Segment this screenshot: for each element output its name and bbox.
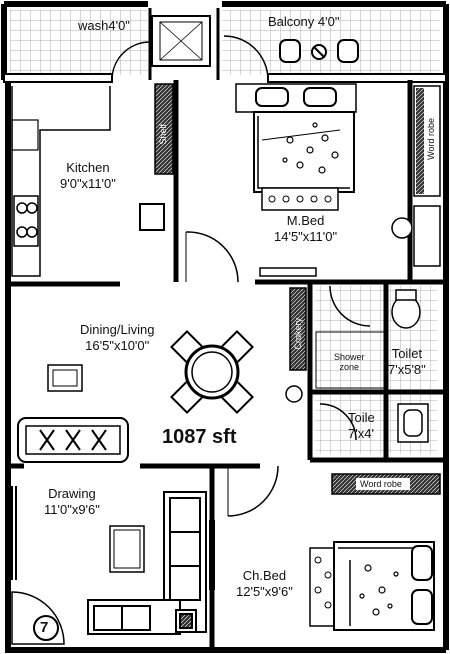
living-sofa — [17, 417, 129, 463]
dining-living-name: Dining/Living — [80, 322, 155, 337]
shower-label: Shower zone — [334, 352, 365, 372]
toilet-1-door-arc — [329, 285, 371, 327]
toilet-2-size: 7'x4' — [348, 426, 374, 441]
internal-walls — [8, 80, 446, 650]
toilet-2-door-arc — [319, 403, 357, 441]
kitchen-label: Kitchen 9'0"x11'0" — [60, 160, 116, 192]
wardrobe-2-label: Word robe — [360, 479, 402, 489]
dining-living-size: 16'5"x10'0" — [85, 338, 150, 353]
toilet-1-label: Toilet 7'x5'8" — [388, 346, 426, 378]
master-washbasin — [391, 217, 413, 239]
dining-living-label: Dining/Living 16'5"x10'0" — [80, 322, 154, 354]
shelf-label: Shelf — [158, 124, 168, 145]
child-bed-name: Ch.Bed — [242, 568, 287, 583]
chbed-door-arc — [227, 465, 279, 517]
child-bed — [309, 541, 435, 631]
shelf-unit — [154, 83, 174, 175]
wardrobe-1-label: Word robe — [426, 118, 436, 160]
toilet-1-wc — [391, 295, 421, 329]
dining-washbasin — [285, 385, 303, 403]
marker-circle — [33, 615, 59, 641]
wash-rail — [3, 73, 113, 83]
balcony-chairs — [279, 39, 359, 63]
drawing-size: 11'0"x9'6" — [44, 502, 100, 517]
toilet-2-label: Toile 7'x4' — [348, 410, 375, 442]
drawing-label: Drawing 11'0"x9'6" — [44, 486, 100, 518]
toilet-1-size: 7'x5'8" — [388, 362, 426, 377]
balcony-label: Balcony 4'0" — [268, 14, 340, 29]
kitchen-box — [139, 203, 165, 231]
crockery-unit — [289, 287, 307, 371]
child-bed-size: 12'5"x9'6" — [236, 584, 293, 599]
child-bed-label: Ch.Bed 12'5"x9'6" — [236, 568, 293, 600]
toilet-2-name: Toile — [348, 410, 375, 425]
kitchen-counter — [11, 86, 111, 277]
drawing-sofa — [87, 491, 207, 635]
crockery-label: Crokery — [293, 318, 303, 350]
toilet-1-name: Toilet — [391, 346, 423, 361]
balcony-door-arc — [223, 35, 269, 81]
master-bed-size: 14'5"x11'0" — [274, 229, 338, 244]
dining-table — [170, 330, 254, 414]
master-bed — [235, 83, 357, 211]
kitchen-name: Kitchen — [66, 160, 110, 175]
drawing-name: Drawing — [48, 486, 96, 501]
wash-label: wash4'0" — [78, 18, 130, 33]
dining-rug — [47, 364, 83, 392]
wash-floor — [10, 10, 148, 75]
kitchen-door-arc — [111, 41, 151, 81]
master-bed-name: M.Bed — [286, 213, 325, 228]
kitchen-size: 9'0"x11'0" — [60, 176, 116, 191]
balcony-floor — [222, 10, 440, 75]
marker-number: 7 — [40, 619, 49, 636]
balcony-rail — [267, 73, 447, 83]
master-bed-label: M.Bed 14'5"x11'0" — [274, 213, 337, 245]
kitchen-sink — [11, 119, 39, 151]
mbed-door-arc — [185, 231, 239, 283]
total-area: 1087 sft — [162, 426, 237, 448]
drawing-rug — [109, 525, 145, 573]
